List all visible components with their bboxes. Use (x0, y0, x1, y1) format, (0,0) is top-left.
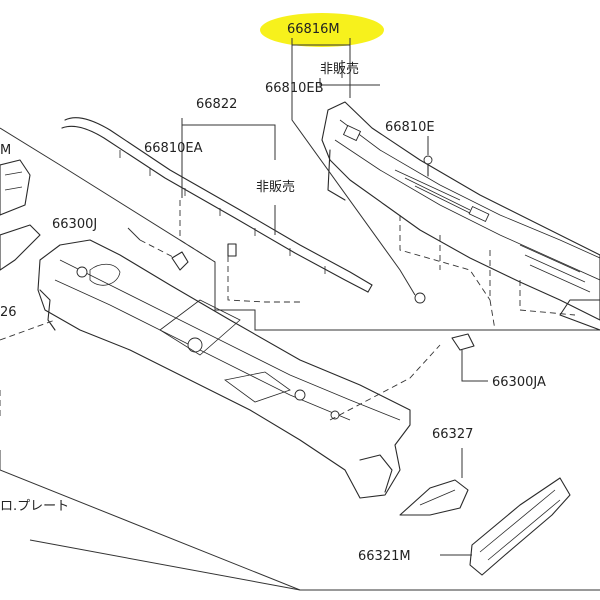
cowl-top-panel (321, 101, 600, 331)
frame-lines (0, 127, 600, 591)
leader-lines (127, 38, 488, 556)
part-66321M (469, 477, 571, 576)
label-66300J: 66300J (52, 217, 97, 232)
label-cut-left-mid: 26 (0, 305, 17, 320)
label-66816M: 66816M (287, 22, 340, 37)
phantom-lines-lower (0, 200, 441, 421)
label-plate-note: ロ.プレート (0, 499, 69, 514)
cowl-lower-assembly (37, 239, 411, 499)
left-cut-parts (0, 159, 41, 271)
part-labels: 66816M 非販売 66810EB 66822 66810EA 66810E … (0, 22, 546, 564)
label-66321M: 66321M (358, 549, 411, 564)
label-66810E: 66810E (385, 120, 435, 135)
clips (171, 155, 475, 351)
weatherstrip-66822 (61, 117, 373, 293)
label-66300JA: 66300JA (492, 375, 546, 390)
label-highlight (260, 13, 384, 47)
label-66822: 66822 (196, 97, 237, 112)
label-66810EA: 66810EA (144, 141, 203, 156)
label-cut-left-top: M (0, 143, 11, 158)
label-not-for-sale-2: 非販売 (256, 179, 295, 195)
label-66327: 66327 (432, 427, 473, 442)
label-66810EB: 66810EB (265, 81, 324, 96)
label-not-for-sale-1: 非販売 (320, 61, 359, 77)
part-66327 (399, 479, 469, 516)
phantom-lines-upper (399, 215, 576, 331)
